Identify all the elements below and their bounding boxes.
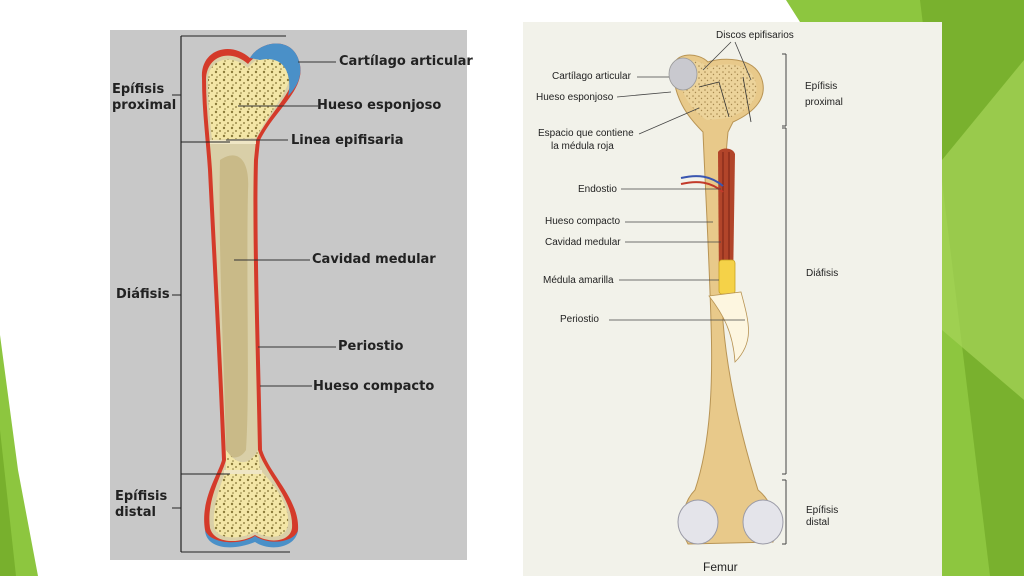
left-label-hueso-esponjoso: Hueso esponjoso xyxy=(317,98,442,113)
left-label-cavidad-medular: Cavidad medular xyxy=(312,252,436,267)
right-label-epifisis-proximal-line1: Epífisis xyxy=(805,81,838,92)
left-label-diafisis: Diáfisis xyxy=(116,287,170,302)
right-caption-femur: Femur xyxy=(703,560,738,574)
right-label-cartilago-articular: Cartílago articular xyxy=(552,71,631,82)
right-label-hueso-compacto: Hueso compacto xyxy=(545,216,621,227)
right-label-discos-epifisarios: Discos epifisarios xyxy=(716,30,794,41)
left-label-epifisis-distal-line2: distal xyxy=(115,505,156,520)
left-femur-illustration xyxy=(172,35,336,553)
right-label-periostio: Periostio xyxy=(560,314,599,325)
left-label-hueso-compacto: Hueso compacto xyxy=(313,379,435,394)
right-label-endostio: Endostio xyxy=(578,184,617,195)
right-label-epifisis-distal-line2: distal xyxy=(806,517,830,528)
right-label-espacio-line2: la médula roja xyxy=(551,141,614,152)
left-label-epifisis-distal-line1: Epífisis xyxy=(115,489,168,504)
right-label-hueso-esponjoso: Hueso esponjoso xyxy=(536,92,614,103)
right-label-medula-amarilla: Médula amarilla xyxy=(543,275,614,286)
right-label-diafisis: Diáfisis xyxy=(806,268,839,279)
left-label-epifisis-proximal-line2: proximal xyxy=(112,98,177,113)
left-label-periostio: Periostio xyxy=(338,339,404,354)
left-label-linea-epifisaria: Linea epifisaria xyxy=(291,133,404,148)
right-label-epifisis-proximal-line2: proximal xyxy=(805,97,843,108)
right-label-epifisis-distal-line1: Epífisis xyxy=(806,505,839,516)
right-label-espacio-line1: Espacio que contiene xyxy=(538,128,634,139)
right-femur-illustration xyxy=(609,41,787,545)
left-label-epifisis-proximal-line1: Epífisis xyxy=(112,82,165,97)
left-label-cartilago-articular: Cartílago articular xyxy=(339,54,473,69)
right-label-cavidad-medular: Cavidad medular xyxy=(545,237,621,248)
left-bone-diagram: Cartílago articular Hueso esponjoso Line… xyxy=(110,30,473,560)
right-bone-diagram: Discos epifisarios Cartílago articular H… xyxy=(523,22,942,576)
